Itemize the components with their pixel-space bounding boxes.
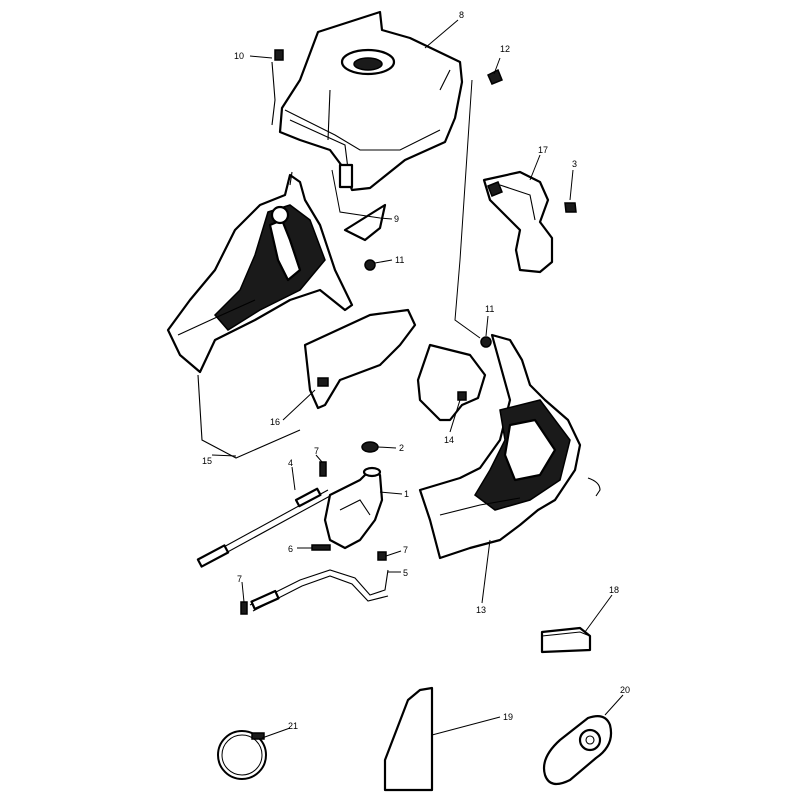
part-4-hose bbox=[196, 487, 331, 568]
part-2-cap bbox=[361, 441, 379, 453]
callout-15: 15 bbox=[202, 456, 212, 466]
part-15-panel-outline bbox=[197, 374, 301, 459]
part-11-nut-upper bbox=[364, 259, 376, 271]
part-16-deflector bbox=[303, 308, 417, 410]
callout-11-lower: 11 bbox=[485, 304, 494, 314]
part-11-nut-lower bbox=[480, 336, 492, 348]
callout-6: 6 bbox=[288, 544, 293, 554]
part-18-foam-block bbox=[540, 626, 592, 654]
part-3-screw bbox=[564, 202, 577, 213]
callout-2: 2 bbox=[399, 443, 404, 453]
callout-21: 21 bbox=[288, 721, 298, 731]
callout-17: 17 bbox=[538, 145, 548, 155]
callout-16: 16 bbox=[270, 417, 280, 427]
callout-labels: 8 10 12 17 3 9 11 11 16 15 14 2 4 7 1 6 … bbox=[202, 10, 630, 731]
part-20-grommet bbox=[542, 715, 613, 786]
callout-9: 9 bbox=[394, 214, 399, 224]
leader-lines bbox=[211, 19, 624, 739]
callout-18: 18 bbox=[609, 585, 619, 595]
callout-11-upper: 11 bbox=[395, 255, 404, 265]
part-21-ring-clamp bbox=[217, 730, 267, 780]
callout-7-mid: 7 bbox=[403, 545, 408, 555]
callout-12: 12 bbox=[500, 44, 510, 54]
part-7-clamp-a bbox=[319, 461, 327, 477]
part-6-screw bbox=[311, 544, 331, 551]
part-7-clamp-b bbox=[377, 551, 387, 561]
callout-5: 5 bbox=[403, 568, 408, 578]
left-side-panel bbox=[166, 171, 354, 374]
part-10-screw bbox=[271, 49, 284, 126]
callout-8: 8 bbox=[459, 10, 464, 20]
part-1-reservoir bbox=[323, 466, 384, 550]
part-19-pad bbox=[383, 686, 434, 792]
part-5-hose bbox=[249, 569, 389, 612]
part-7-clamp-c bbox=[240, 601, 248, 615]
callout-7-top: 7 bbox=[314, 446, 319, 456]
part-17-bracket bbox=[482, 170, 554, 274]
callout-13: 13 bbox=[476, 605, 486, 615]
callout-1: 1 bbox=[404, 489, 409, 499]
part-8-tank-cover bbox=[278, 10, 464, 192]
part-13-right-panel bbox=[418, 333, 601, 560]
callout-4: 4 bbox=[288, 458, 293, 468]
callout-3: 3 bbox=[572, 159, 577, 169]
callout-14: 14 bbox=[444, 435, 454, 445]
callout-20: 20 bbox=[620, 685, 630, 695]
callout-7-low: 7 bbox=[237, 574, 242, 584]
part-9-clip bbox=[343, 203, 387, 242]
callout-19: 19 bbox=[503, 712, 513, 722]
callout-10: 10 bbox=[234, 51, 244, 61]
part-14-shield bbox=[416, 343, 487, 422]
